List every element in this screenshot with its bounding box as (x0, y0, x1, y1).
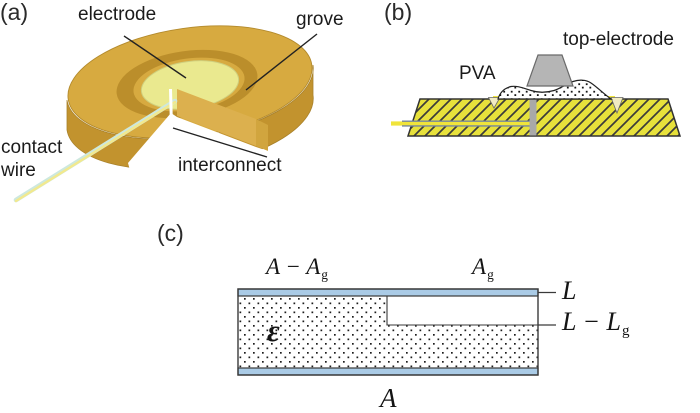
contact-wire-b (391, 120, 533, 127)
top-electrode-shape (526, 54, 574, 87)
panel-b-drawing (391, 54, 682, 137)
leader-lines-a (123, 33, 318, 158)
label-gap-area-sub: g (487, 266, 494, 282)
interconnect-label: interconnect (178, 155, 282, 176)
label-area-minus-gap-sub: g (321, 266, 328, 282)
interconnect-leader (172, 127, 268, 158)
pva-stipple (498, 80, 611, 99)
label-gap-area: Ag (472, 254, 494, 283)
contact-wire-label-line1: contact (1, 137, 63, 158)
label-total-area: A (380, 383, 397, 413)
grove-leader (245, 33, 318, 91)
cut-face-right (177, 89, 256, 146)
label-thickness-minus-gap-sub: g (622, 323, 630, 340)
capacitor-outline (237, 288, 539, 376)
top-plate (237, 288, 539, 297)
top-electrode-label: top-electrode (563, 29, 674, 50)
bottom-plate (237, 367, 539, 376)
label-thickness: L (562, 276, 577, 305)
grove-label: grove (296, 9, 344, 30)
label-gap-area-main: A (472, 254, 487, 279)
wire-core-b (391, 121, 533, 126)
label-thickness-minus-gap-main: L − L (562, 307, 621, 336)
label-thickness-minus-gap: L − Lg (562, 307, 630, 340)
groove-notch-right (610, 97, 624, 115)
electrode-label: electrode (78, 4, 157, 25)
panel-c-drawing (237, 288, 556, 376)
contact-wire-core (14, 100, 177, 203)
substrate-hatch (406, 98, 682, 137)
gap-outline (386, 296, 538, 326)
wedge-opening (128, 113, 292, 207)
label-area-minus-gap: A − Ag (266, 254, 328, 283)
panel-a-drawing (13, 25, 318, 207)
cut-face-right-rim (256, 119, 268, 151)
contact-wire-label-line2: wire (1, 160, 36, 181)
groove-notch-left (487, 97, 501, 109)
panel-c-tag: (c) (157, 220, 184, 246)
panel-b-tag: (b) (384, 0, 413, 25)
dielectric-stipple (238, 296, 538, 368)
label-area-minus-gap-main: A − A (266, 254, 321, 279)
pva-label: PVA (459, 63, 496, 84)
electrode-leader (123, 35, 187, 79)
label-permittivity: ε (267, 313, 280, 348)
panel-a-tag: (a) (0, 0, 29, 25)
interconnect-line (169, 88, 173, 128)
interconnect-via (529, 96, 537, 136)
